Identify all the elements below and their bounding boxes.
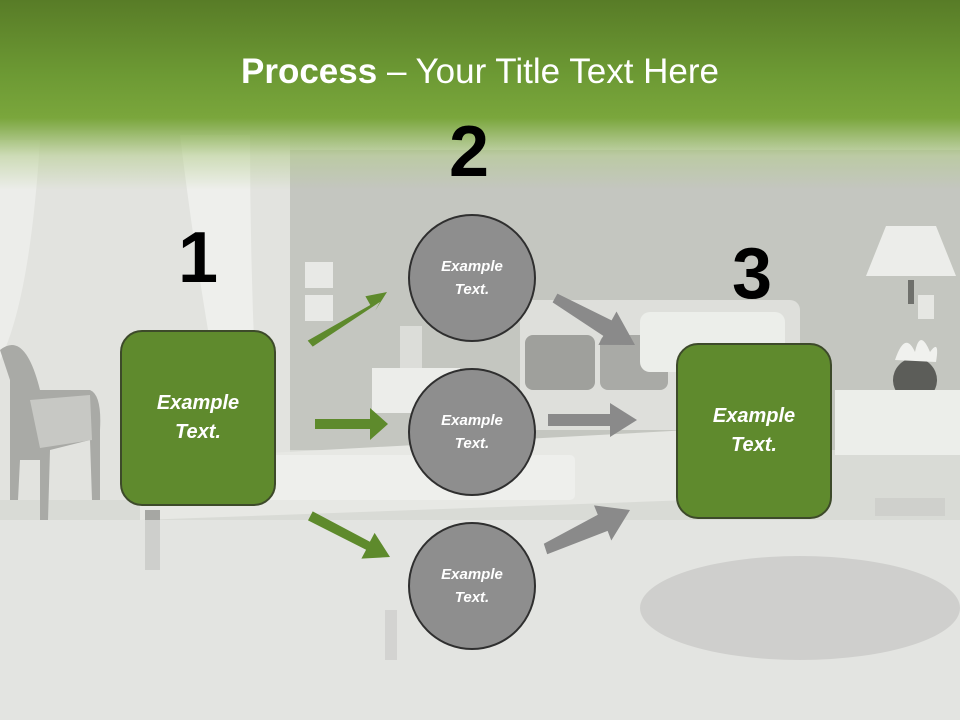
step-1-box[interactable]: Example Text. bbox=[120, 330, 276, 506]
header-band bbox=[0, 0, 960, 190]
step-number-3: 3 bbox=[732, 234, 773, 314]
circle-text-line2: Text. bbox=[454, 435, 490, 452]
gray-arrow-up bbox=[543, 505, 630, 555]
green-arrow-up bbox=[307, 292, 387, 347]
circle-text-line2: Text. bbox=[454, 589, 490, 606]
step-1-text-line2: Text. bbox=[175, 421, 221, 443]
circle-text-line2: Text. bbox=[454, 281, 490, 298]
circle-text-line1: Example bbox=[441, 566, 503, 583]
circle-text-line1: Example bbox=[441, 258, 503, 275]
circle-text-line1: Example bbox=[441, 412, 503, 429]
step-2-circle-top[interactable]: Example Text. bbox=[408, 214, 536, 342]
step-3-box[interactable]: Example Text. bbox=[676, 343, 832, 519]
green-arrow-straight bbox=[315, 408, 388, 440]
slide-title: Process – Your Title Text Here bbox=[0, 52, 960, 92]
gray-arrow-straight bbox=[548, 403, 637, 437]
title-rest: – Your Title Text Here bbox=[377, 52, 719, 91]
step-2-circle-middle[interactable]: Example Text. bbox=[408, 368, 536, 496]
gray-arrow-down bbox=[552, 293, 635, 345]
step-3-text-line1: Example bbox=[712, 405, 796, 427]
step-2-circle-bottom[interactable]: Example Text. bbox=[408, 522, 536, 650]
step-3-text-line2: Text. bbox=[731, 434, 777, 456]
green-arrow-down bbox=[308, 511, 390, 559]
step-number-1: 1 bbox=[178, 218, 219, 298]
title-bold: Process bbox=[241, 52, 378, 91]
step-1-text-line1: Example bbox=[156, 392, 240, 414]
step-number-2: 2 bbox=[449, 112, 490, 192]
